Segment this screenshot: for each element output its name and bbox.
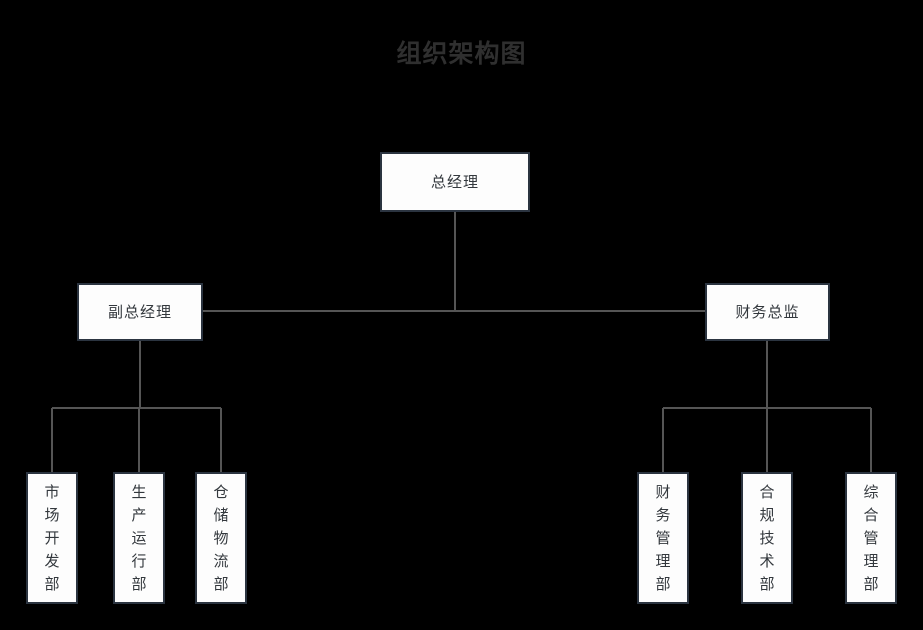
org-node-production-operations-dept[interactable]: 生产运行部 (113, 472, 165, 604)
org-node-financial-director[interactable]: 财务总监 (705, 283, 830, 341)
org-node-general-manager[interactable]: 总经理 (380, 152, 530, 212)
org-node-label: 总经理 (430, 173, 479, 191)
org-node-general-administration-dept[interactable]: 综合管理部 (845, 472, 897, 604)
org-node-compliance-technology-dept[interactable]: 合规技术部 (741, 472, 793, 604)
page-title: 组织架构图 (396, 39, 527, 68)
org-node-label: 综合管理部 (863, 482, 879, 593)
org-node-market-development-dept[interactable]: 市场开发部 (26, 472, 78, 604)
org-node-label: 合规技术部 (759, 482, 775, 593)
org-node-label: 生产运行部 (131, 482, 147, 593)
org-node-deputy-general-manager[interactable]: 副总经理 (77, 283, 203, 341)
org-node-label: 财务总监 (735, 303, 800, 321)
org-node-warehouse-logistics-dept[interactable]: 仓储物流部 (195, 472, 247, 604)
org-node-label: 副总经理 (107, 303, 172, 321)
org-node-label: 市场开发部 (44, 482, 60, 593)
org-node-financial-management-dept[interactable]: 财务管理部 (637, 472, 689, 604)
org-node-label: 仓储物流部 (213, 482, 229, 593)
org-node-label: 财务管理部 (655, 482, 671, 593)
